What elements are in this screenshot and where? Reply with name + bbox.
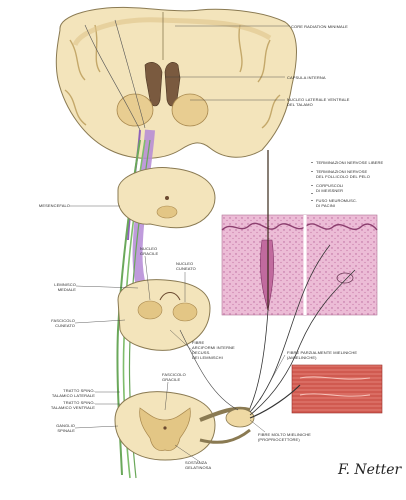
legend-item-1: TERMINAZIONI NERVOSE LIBERE: [316, 160, 383, 165]
label-ganglio-2: SPINALE: [35, 428, 75, 433]
spinal-cord-slice: [115, 392, 254, 460]
label-nucleo-cuneato-2: CUNEATO: [176, 266, 196, 271]
label-fascicolo-gracile-2: GRACILE: [162, 377, 180, 382]
label-fibre-amieliniche-2: (AMIELINICHE): [287, 355, 317, 360]
midbrain-slice: [118, 167, 215, 227]
label-corona-radiata: CORE RADIATION MINIMALE: [291, 24, 348, 29]
label-nucleo-laterale-2: DEL TALAMO: [287, 102, 313, 107]
artist-signature: F. Netter: [338, 462, 401, 478]
muscle-panel: [292, 365, 382, 413]
label-tratto-ventrale-2: TALAMICO VENTRALE: [25, 405, 95, 410]
label-capsula-interna: CAPSULA INTERNA: [287, 75, 326, 80]
legend-item-3: DEL FOLLICOLO DEL PELO: [316, 174, 370, 179]
legend-item-7: DI PACINI: [316, 203, 335, 208]
label-lemnisco-2: MEDIALE: [40, 287, 76, 292]
legend-item-5: DI MEISSNER: [316, 188, 343, 193]
brain-coronal-section: [56, 7, 296, 158]
label-mesencefalo: MESENCEFALO: [30, 203, 70, 208]
legend-marks: [311, 162, 313, 201]
label-nucleo-gracile-2: GRACILE: [140, 251, 158, 256]
label-fascicolo-cuneato-2: CUNEATO: [35, 323, 75, 328]
label-fibre-mieliniche-2: (PROPRIOCETTORE): [258, 437, 300, 442]
label-sostanza-gelatinosa-2: GELATINOSA: [185, 465, 211, 470]
label-fibre-arciformi-4: DEI LEMNISCHI: [192, 355, 223, 360]
label-tratto-laterale-2: TALAMICO LATERALE: [25, 393, 95, 398]
